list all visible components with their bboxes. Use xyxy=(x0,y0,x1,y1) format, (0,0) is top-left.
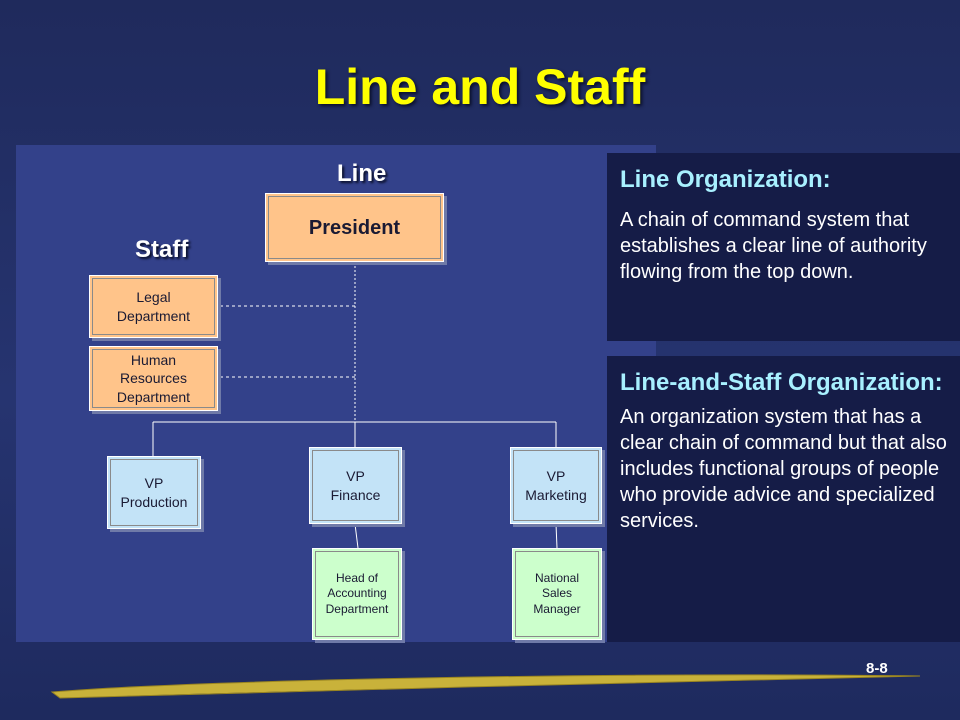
swoosh-shape xyxy=(50,674,921,699)
vp-finance-box: VP Finance xyxy=(309,447,402,524)
hr-department-box: Human Resources Department xyxy=(89,346,218,411)
accounting-line-2: Accounting xyxy=(327,586,387,601)
sales-line-1: National xyxy=(534,570,580,585)
vp-finance-line-2: Finance xyxy=(330,486,381,503)
hr-line-2: Resources xyxy=(120,370,187,387)
line-and-staff-heading: Line-and-Staff Organization: xyxy=(620,369,943,396)
vp-marketing-box: VP Marketing xyxy=(510,447,602,524)
president-box: President xyxy=(265,193,444,262)
legal-line-1: Legal xyxy=(136,289,171,306)
line-organization-panel: Line Organization: A chain of command sy… xyxy=(607,153,960,341)
hr-line-3: Department xyxy=(116,388,191,405)
accounting-line-3: Department xyxy=(325,601,389,616)
vp-finance-line-1: VP xyxy=(346,468,365,485)
line-organization-body: A chain of command system that establish… xyxy=(620,208,927,283)
sales-line-3: Manager xyxy=(533,601,581,616)
legal-department-box: Legal Department xyxy=(89,275,218,338)
vp-marketing-line-1: VP xyxy=(546,468,566,485)
line-label: Line xyxy=(337,160,387,187)
line-organization-heading: Line Organization: xyxy=(620,166,831,193)
vp-production-line-1: VP xyxy=(144,475,164,492)
line-and-staff-body: An organization system that has a clear … xyxy=(620,405,947,532)
vp-production-box: VP Production xyxy=(107,456,201,529)
sales-line-2: Sales xyxy=(541,586,573,601)
accounting-line-1: Head of xyxy=(335,570,379,585)
slide-number: 8-8 xyxy=(866,660,888,677)
slide-title: Line and Staff xyxy=(314,59,646,115)
footer-swoosh-decoration xyxy=(50,674,921,699)
staff-label: Staff xyxy=(135,236,189,263)
legal-line-2: Department xyxy=(116,307,191,324)
line-and-staff-panel: Line-and-Staff Organization: An organiza… xyxy=(607,356,960,642)
vp-production-line-2: Production xyxy=(120,493,188,510)
national-sales-manager-box: National Sales Manager xyxy=(512,548,602,640)
vp-marketing-line-2: Marketing xyxy=(525,486,587,503)
head-of-accounting-box: Head of Accounting Department xyxy=(312,548,402,640)
hr-line-1: Human xyxy=(130,352,177,369)
president-label: President xyxy=(308,216,401,239)
